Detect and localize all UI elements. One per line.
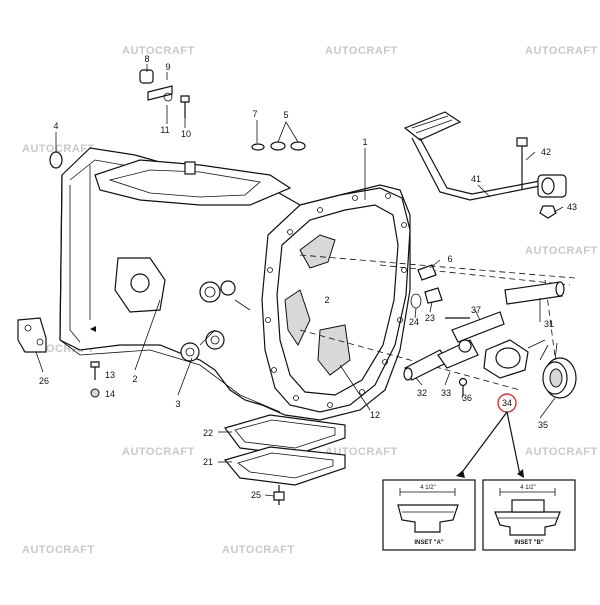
- watermark-text: AUTOCRAFT: [22, 143, 95, 155]
- inset-a-label: INSET "A": [414, 540, 444, 546]
- part-label-11: 11: [160, 125, 169, 135]
- arrowhead: [517, 469, 524, 478]
- part-label-33: 33: [441, 388, 451, 398]
- inset-a-dimension: 4 1/2": [420, 485, 435, 491]
- transmission-housing: [59, 147, 411, 421]
- part-label-25: 25: [251, 490, 261, 500]
- part-label-24: 24: [409, 317, 419, 327]
- part-label-13: 13: [105, 370, 115, 380]
- part-label-23: 23: [425, 313, 435, 323]
- part-label-12: 12: [370, 410, 380, 420]
- part-label-43: 43: [567, 202, 577, 212]
- part-label-41: 41: [471, 174, 481, 184]
- top-cover-parts: [49, 69, 306, 169]
- watermark-text: AUTOCRAFT: [122, 446, 195, 458]
- part-number-labels: 8 9 11 10 7 5 4 1 2 2 3 26 13 14 12 22 2…: [39, 54, 577, 500]
- watermark-text: AUTOCRAFT: [525, 446, 598, 458]
- part-label-10: 10: [181, 129, 191, 139]
- watermark-text: AUTOCRAFT: [525, 245, 598, 257]
- leader-line: [379, 264, 571, 286]
- part-label-7: 7: [252, 109, 257, 119]
- part-label-22: 22: [203, 428, 213, 438]
- clutch-linkage-parts: [403, 264, 577, 399]
- lower-cover-and-gasket: [223, 414, 346, 505]
- label-leaders: [35, 64, 564, 497]
- leader-line: [299, 254, 576, 279]
- part-label-36: 36: [462, 393, 472, 403]
- part-label-3: 3: [175, 399, 180, 409]
- left-side-parts: [17, 317, 100, 398]
- part-label-2a: 2: [132, 374, 137, 384]
- inset-a-frame: [382, 479, 476, 551]
- part-label-8: 8: [144, 54, 149, 64]
- part-label-35: 35: [538, 420, 548, 430]
- callout-line-inset-a: [459, 411, 508, 476]
- part-label-34: 34: [502, 398, 512, 408]
- part-label-14: 14: [105, 389, 115, 399]
- part-label-6: 6: [447, 254, 452, 264]
- part-label-37: 37: [471, 305, 481, 315]
- inset-b-dimension: 4 1/2": [520, 485, 535, 491]
- watermark-text: AUTOCRAFT: [325, 45, 398, 57]
- part-label-32: 32: [417, 388, 427, 398]
- bell-housing-bolt-holes: [265, 193, 407, 408]
- part-label-26: 26: [39, 376, 49, 386]
- watermark-text: AUTOCRAFT: [22, 544, 95, 556]
- arrowhead: [456, 470, 465, 478]
- watermark-text: AUTOCRAFT: [222, 544, 295, 556]
- inset-a-box: 4 1/2" INSET "A": [382, 479, 476, 551]
- leader-line: [299, 329, 521, 391]
- clutch-pedal-assembly: [403, 111, 567, 219]
- inset-b-label: INSET "B": [514, 540, 544, 546]
- part-label-5: 5: [283, 110, 288, 120]
- part-label-21: 21: [203, 457, 213, 467]
- direction-arrow-mark: [90, 326, 96, 332]
- watermark-text: AUTOCRAFT: [525, 45, 598, 57]
- inset-b-box: 4 1/2" INSET "B": [482, 479, 576, 551]
- part-label-9: 9: [165, 62, 170, 72]
- part-label-1: 1: [362, 137, 367, 147]
- part-label-42: 42: [541, 147, 551, 157]
- callout-line-inset-b: [506, 411, 521, 476]
- part-label-2b: 2: [324, 295, 329, 305]
- part-label-4: 4: [53, 121, 58, 131]
- inset-b-frame: [482, 479, 576, 551]
- watermark-text: AUTOCRAFT: [122, 45, 195, 57]
- part-label-31: 31: [544, 319, 554, 329]
